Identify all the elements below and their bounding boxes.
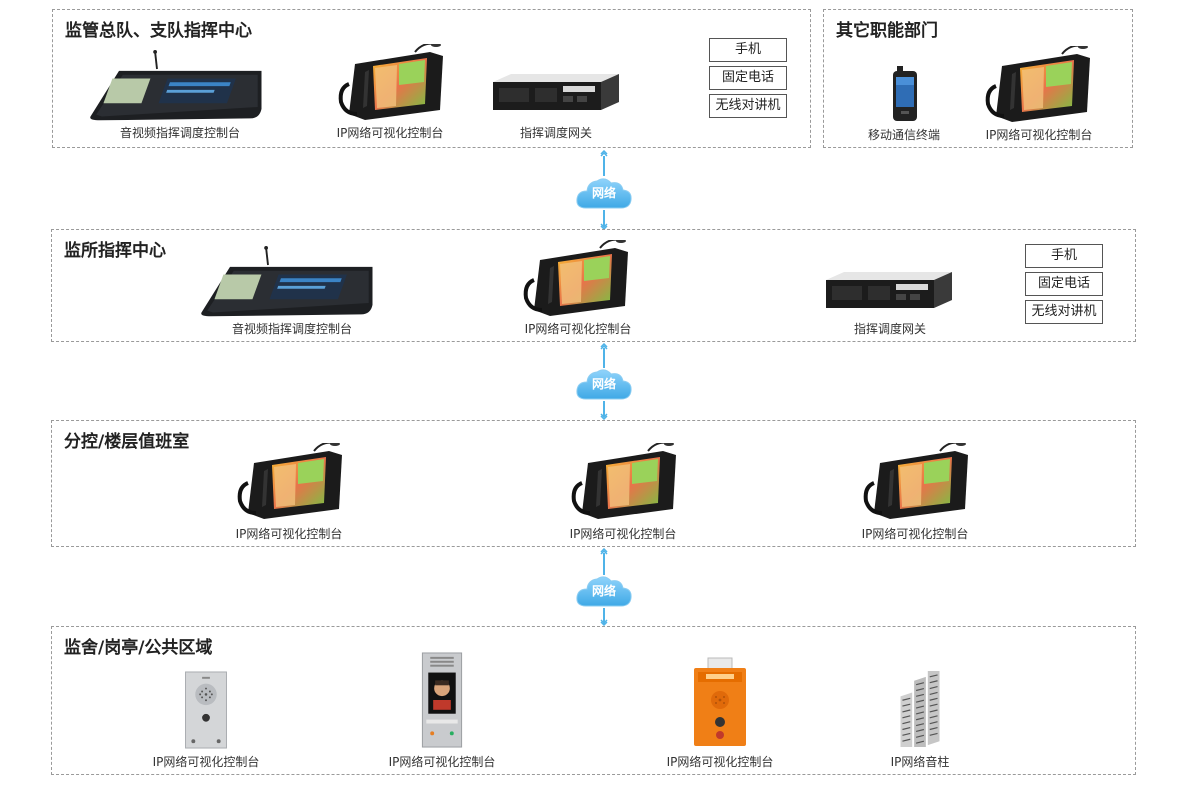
network-cloud: 网络 <box>576 176 632 210</box>
intercom-panel-icon <box>184 671 228 749</box>
device-label: IP网络可视化控制台 <box>666 755 774 769</box>
network-cloud: 网络 <box>576 367 632 401</box>
video-phone-icon <box>982 46 1092 126</box>
section-title: 监舍/岗亭/公共区域 <box>64 638 213 658</box>
video-phone-icon <box>860 443 970 523</box>
network-link <box>603 553 605 575</box>
tag-mobile-phone: 手机 <box>709 38 787 62</box>
device-label: IP网络可视化控制台 <box>569 527 677 541</box>
section-title: 监所指挥中心 <box>64 241 166 261</box>
section-title: 其它职能部门 <box>836 21 938 41</box>
device-label: IP网络可视化控制台 <box>336 126 444 140</box>
network-label: 网络 <box>591 377 616 391</box>
video-phone-icon <box>568 443 678 523</box>
video-phone-icon <box>335 44 445 124</box>
section-prison-command: 监所指挥中心 音视频指挥调度控制台 IP网络可视化控制台 指挥调度网关 手机 固… <box>51 229 1136 342</box>
tag-landline: 固定电话 <box>1025 272 1103 296</box>
chevron-up-icon <box>600 343 608 351</box>
device-label: IP网络可视化控制台 <box>861 527 969 541</box>
section-other-departments: 其它职能部门 移动通信终端 IP网络可视化控制台 <box>823 9 1133 148</box>
section-command-center: 监管总队、支队指挥中心 音视频指挥调度控制台 IP网络可视化控制台 指挥调度网关… <box>52 9 811 148</box>
network-link <box>603 608 605 624</box>
tag-walkie-talkie: 无线对讲机 <box>709 94 787 118</box>
network-label: 网络 <box>591 584 616 598</box>
network-link <box>603 401 605 417</box>
section-title: 分控/楼层值班室 <box>64 432 190 452</box>
section-title: 监管总队、支队指挥中心 <box>65 21 252 41</box>
console-icon <box>192 246 382 322</box>
device-label: IP网络可视化控制台 <box>388 755 496 769</box>
device-label: IP网络可视化控制台 <box>985 128 1093 142</box>
device-label: 音视频指挥调度控制台 <box>231 322 353 336</box>
device-label: IP网络可视化控制台 <box>235 527 343 541</box>
video-door-station-icon <box>420 651 464 749</box>
chevron-up-icon <box>600 548 608 556</box>
device-label: 指挥调度网关 <box>853 322 927 336</box>
video-phone-icon <box>520 240 630 320</box>
gateway-icon <box>491 72 621 112</box>
device-label: IP网络音柱 <box>890 755 950 769</box>
device-label: 指挥调度网关 <box>519 126 593 140</box>
network-link <box>603 348 605 368</box>
device-label: IP网络可视化控制台 <box>152 755 260 769</box>
network-link <box>603 210 605 226</box>
network-cloud: 网络 <box>576 574 632 608</box>
network-link <box>603 156 605 176</box>
device-label: 音视频指挥调度控制台 <box>119 126 241 140</box>
section-duty-rooms: 分控/楼层值班室 IP网络可视化控制台 IP网络可视化控制台 IP网络可视化控制… <box>51 420 1136 547</box>
speaker-column-icon <box>898 671 942 749</box>
chevron-down-icon <box>600 412 608 420</box>
device-label: 移动通信终端 <box>867 128 941 142</box>
tag-landline: 固定电话 <box>709 66 787 90</box>
emergency-box-icon <box>692 657 748 749</box>
tag-walkie-talkie: 无线对讲机 <box>1025 300 1103 324</box>
video-phone-icon <box>234 443 344 523</box>
network-label: 网络 <box>591 186 616 200</box>
console-icon <box>81 50 271 126</box>
mobile-terminal-icon <box>892 66 918 122</box>
chevron-down-icon <box>600 618 608 626</box>
tag-mobile-phone: 手机 <box>1025 244 1103 268</box>
device-label: IP网络可视化控制台 <box>524 322 632 336</box>
chevron-up-icon <box>600 150 608 158</box>
section-public-areas: 监舍/岗亭/公共区域 IP网络可视化控制台 IP网络可视化控制台 IP网络可视化… <box>51 626 1136 775</box>
gateway-icon <box>824 270 954 310</box>
